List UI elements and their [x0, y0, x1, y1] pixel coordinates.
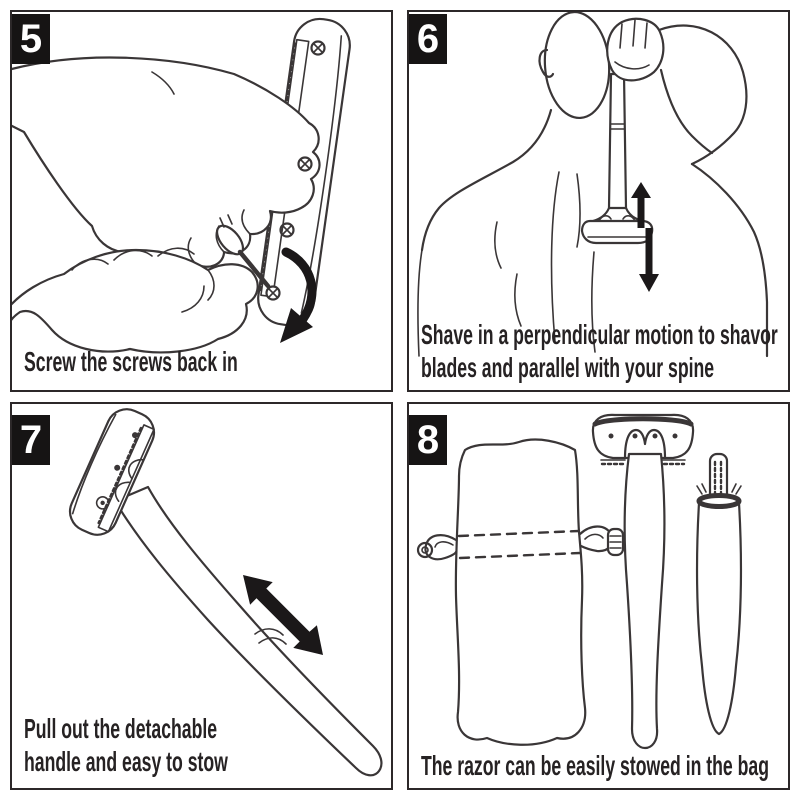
razor-detachable-handle-illustration: [68, 408, 383, 777]
hand: [606, 17, 665, 82]
panel-step-5: 5: [10, 10, 393, 392]
step-caption: Shave in a perpendicular motion to shavo…: [421, 318, 800, 384]
panel-step-7: 7 Pull out the detachable handle and eas…: [10, 402, 393, 790]
up-arrow-icon: [631, 182, 651, 228]
step-number: 8: [416, 417, 440, 462]
rotation-arrow-icon: [280, 247, 317, 343]
hand-screwing-razor-head-illustration: [12, 17, 351, 354]
caption-line: Pull out the detachable: [24, 713, 218, 744]
step-number-badge: 5: [12, 14, 50, 64]
razor-handle: [113, 485, 383, 777]
back-razor: [580, 72, 654, 245]
step-caption: Screw the screws back in: [24, 345, 363, 378]
down-arrow-icon: [639, 228, 659, 292]
step-number-badge: 6: [409, 14, 447, 64]
step-number-badge: 8: [409, 415, 447, 465]
handle-joint: [254, 628, 287, 645]
panel-step-8: 8: [407, 402, 790, 790]
panel-step-6: 6: [407, 10, 790, 392]
caption-line: Shave in a perpendicular motion to shavo…: [421, 319, 778, 350]
bag-razor-sheath-illustration: [416, 413, 743, 750]
caption-line: Screw the screws back in: [24, 346, 238, 377]
person-shaving-back-illustration: [417, 12, 769, 358]
drawstring-bag: [416, 438, 625, 746]
double-headed-arrow-icon: [243, 575, 323, 655]
head: [543, 12, 611, 120]
razor: [591, 413, 695, 750]
razor-head-paddle: [68, 408, 156, 536]
caption-line: The razor can be easily stowed in the ba…: [421, 750, 769, 781]
screw-icon: [279, 40, 326, 238]
sheath: [695, 452, 743, 736]
torso: [417, 108, 596, 357]
arm: [657, 24, 769, 358]
step-number: 6: [416, 16, 440, 61]
step-caption: The razor can be easily stowed in the ba…: [421, 749, 800, 782]
screw-icon: [297, 156, 313, 172]
ear: [538, 48, 555, 78]
step-number: 7: [19, 417, 43, 462]
fist: [12, 248, 259, 354]
caption-line: handle and easy to stow: [24, 746, 228, 777]
step-number: 5: [19, 16, 43, 61]
step-caption: Pull out the detachable handle and easy …: [24, 712, 348, 778]
screw-icon: [265, 285, 281, 301]
step-number-badge: 7: [12, 415, 50, 465]
caption-line: blades and parallel with your spine: [421, 352, 715, 383]
